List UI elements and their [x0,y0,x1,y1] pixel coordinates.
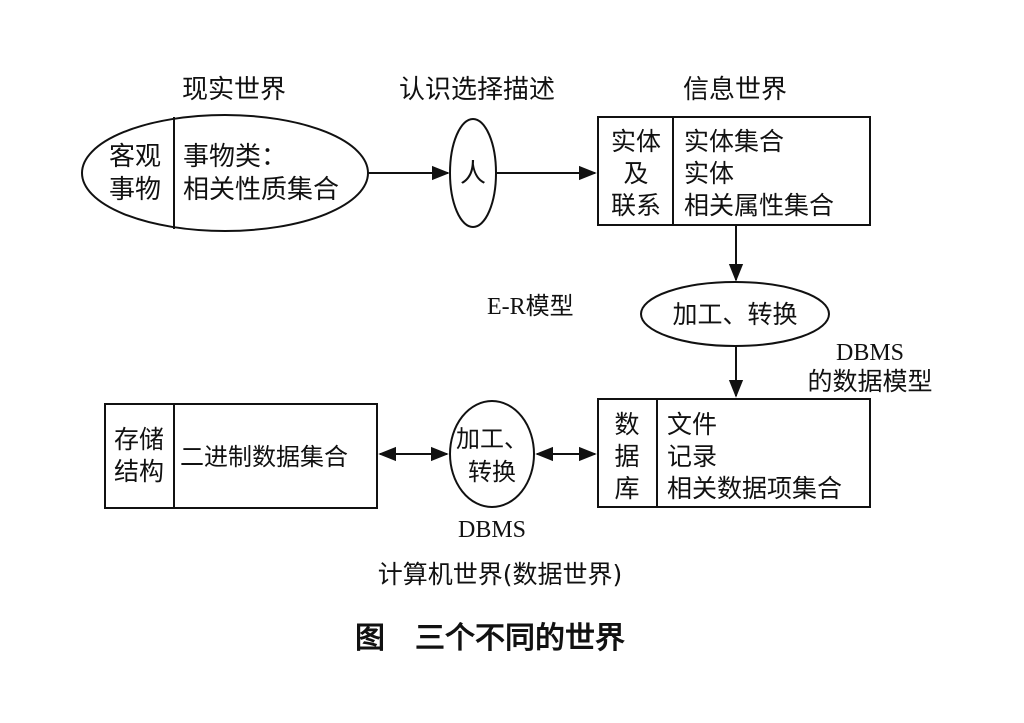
process-top-ellipse: 加工、转换 [640,281,830,347]
database-left-line2: 据 [614,442,639,471]
person-label: 人 [460,159,486,189]
database-right-line2: 记录 [667,442,717,471]
figure-caption: 图 三个不同的世界 [355,621,625,656]
process-bottom-line1: 加工、 [456,425,528,453]
objective-things-ellipse: 客观 事物 事物类： 相关性质集合 [81,114,369,232]
process-top-label: 加工、转换 [672,300,797,329]
database-box: 数 据 库 文件 记录 相关数据项集合 [597,398,871,508]
info-world-label: 信息世界 [683,75,787,105]
storage-left-line1: 存储 [114,425,164,454]
entity-box: 实体 及 联系 实体集合 实体 相关属性集合 [597,116,871,226]
objective-things-left-line1: 客观 [109,142,161,172]
objective-things-left-line2: 事物 [109,175,161,205]
database-left-line1: 数 [614,410,639,439]
dbms-model-label-line2: 的数据模型 [807,367,932,396]
storage-box: 存储 结构 二进制数据集合 [104,403,378,509]
dbms-bottom-label: DBMS [458,517,526,543]
cognition-label: 认识选择描述 [399,75,555,105]
entity-left-line2: 及 [623,159,648,188]
process-bottom-line2: 转换 [468,458,516,486]
entity-left-line1: 实体 [611,127,661,156]
er-model-label: E-R模型 [487,293,574,320]
entity-left-line3: 联系 [611,191,661,220]
entity-right-line1: 实体集合 [684,127,784,156]
database-right-line3: 相关数据项集合 [667,474,842,503]
storage-left-line2: 结构 [114,457,164,486]
objective-things-right-line1: 事物类： [183,142,287,172]
database-right-line1: 文件 [667,410,717,439]
database-left-line3: 库 [614,474,639,503]
entity-right-line3: 相关属性集合 [684,191,834,220]
process-bottom-ellipse: 加工、 转换 [449,400,535,508]
real-world-label: 现实世界 [182,75,286,105]
person-ellipse: 人 [449,118,497,228]
objective-things-right-line2: 相关性质集合 [183,175,339,205]
entity-right-line2: 实体 [684,159,734,188]
storage-right-label: 二进制数据集合 [180,443,348,471]
dbms-model-label-line1: DBMS [836,340,904,366]
computer-world-label: 计算机世界(数据世界) [378,560,623,589]
